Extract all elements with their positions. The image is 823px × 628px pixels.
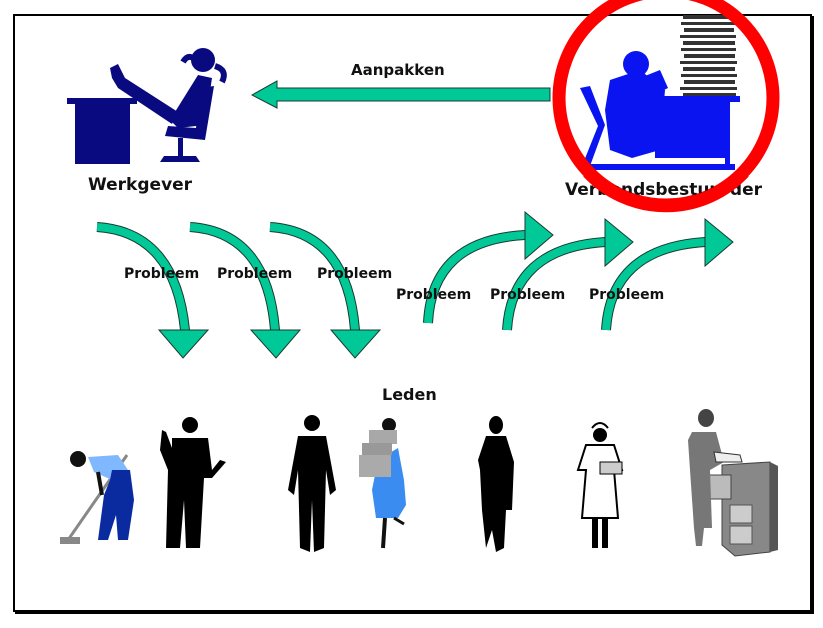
member-nurse-icon <box>576 422 624 548</box>
action-arrow-label: Aanpakken <box>351 61 445 79</box>
up-arrow-icon-2 <box>502 217 634 331</box>
member-gesturing-man-icon <box>160 417 226 548</box>
member-standing-woman-icon <box>478 416 514 552</box>
union-official-label: Verbondsbestuurder <box>565 180 762 200</box>
down-arrow-icon-3 <box>269 222 382 359</box>
up-arrow-label-1: Probleem <box>396 287 472 303</box>
member-cleaner-icon <box>60 451 134 544</box>
down-arrows <box>96 222 382 359</box>
members-label: Leden <box>382 385 437 404</box>
up-arrows <box>423 210 734 331</box>
down-arrow-label-1: Probleem <box>124 266 200 282</box>
member-standing-man-icon <box>288 415 336 552</box>
member-office-clerk-icon <box>688 409 778 557</box>
up-arrow-label-3: Probleem <box>589 287 665 303</box>
aanpakken-arrow-icon <box>250 80 551 109</box>
down-arrow-icon-1 <box>96 222 210 359</box>
employer-label: Werkgever <box>88 175 193 195</box>
employer-figure-icon <box>67 48 227 164</box>
member-woman-with-boxes-icon <box>359 418 406 549</box>
union-official-figure-icon <box>580 15 740 170</box>
up-arrow-label-2: Probleem <box>490 287 566 303</box>
up-arrow-icon-1 <box>423 210 554 324</box>
up-arrow-icon-3 <box>601 217 734 331</box>
down-arrow-label-3: Probleem <box>317 266 393 282</box>
down-arrow-icon-2 <box>189 222 302 359</box>
down-arrow-label-2: Probleem <box>217 266 293 282</box>
